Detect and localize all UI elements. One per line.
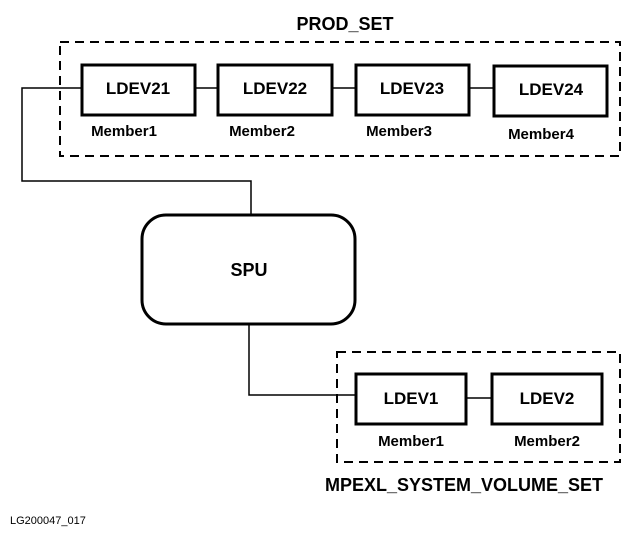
- ldev1-box: [354, 372, 468, 426]
- ldev23-member-label: Member3: [366, 123, 432, 140]
- ldev21-member-label: Member1: [91, 123, 157, 140]
- connector-spu-system-volume-set: [248, 324, 356, 396]
- prod-set-boundary: [59, 41, 621, 157]
- ldev2-box: [490, 372, 604, 426]
- connector-spu-prod-set: [21, 87, 252, 215]
- ldev24-member-label: Member4: [508, 126, 575, 143]
- ldev2-member-label: Member2: [514, 433, 580, 450]
- ldev23-box: [354, 63, 471, 117]
- system-volume-set-boundary: [336, 351, 621, 463]
- system-volume-set-title: MPEXL_SYSTEM_VOLUME_SET: [325, 475, 603, 495]
- ldev1-label: LDEV1: [384, 389, 439, 408]
- ldev1-member-label: Member1: [378, 433, 444, 450]
- ldev23-label: LDEV23: [380, 79, 444, 98]
- ldev22-label: LDEV22: [243, 79, 307, 98]
- ldev2-label: LDEV2: [520, 389, 575, 408]
- figure-id: LG200047_017: [10, 515, 86, 527]
- ldev24-label: LDEV24: [519, 80, 584, 99]
- spu-label: SPU: [230, 260, 267, 280]
- ldev22-box: [216, 63, 334, 117]
- ldev21-box: [80, 63, 197, 117]
- ldev24-box: [492, 64, 609, 118]
- ldev21-label: LDEV21: [106, 79, 170, 98]
- ldev22-member-label: Member2: [229, 123, 295, 140]
- prod-set-title: PROD_SET: [296, 14, 393, 34]
